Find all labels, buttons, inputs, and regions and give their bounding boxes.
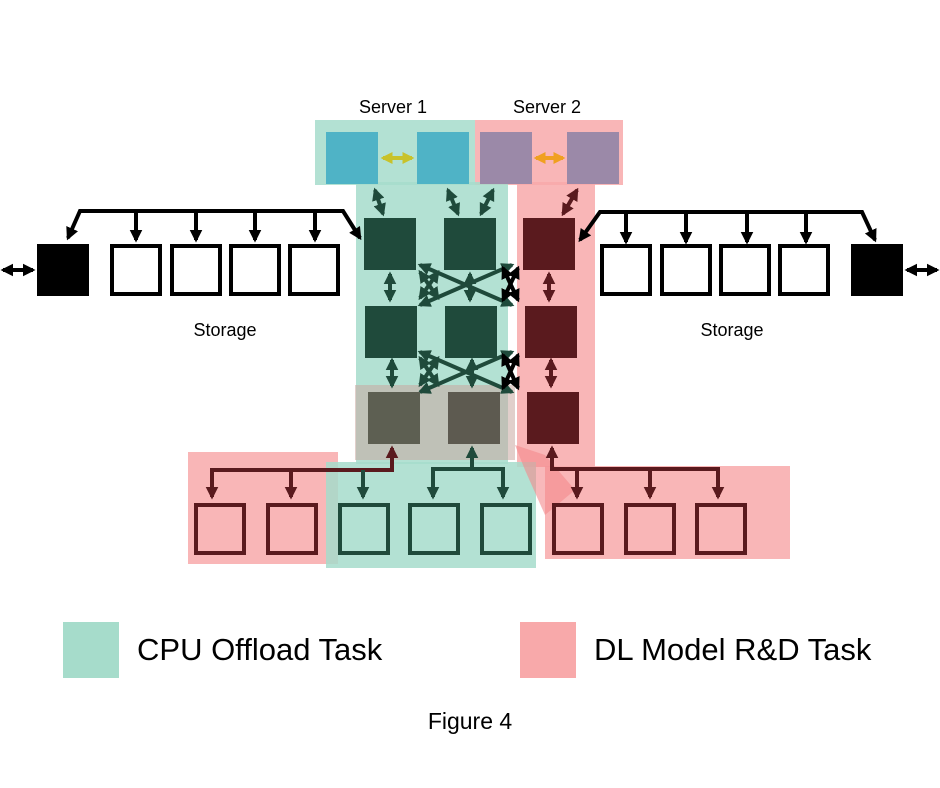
uplink-arrow [372, 187, 386, 217]
switch-r1-c3 [523, 218, 575, 270]
left-storage: Storage [0, 209, 362, 340]
leaf-node-cpu [408, 503, 460, 555]
switch-r2-c1 [365, 306, 417, 358]
legend-item-cpu-offload: CPU Offload Task [63, 622, 382, 678]
dl-left-bus [205, 445, 399, 500]
leaf-node-dl [266, 503, 318, 555]
right-storage-label: Storage [700, 320, 763, 340]
leaf-nodes [194, 445, 747, 555]
storage-node [719, 244, 771, 296]
switch-r1-c1 [364, 218, 416, 270]
leaf-node-dl [624, 503, 676, 555]
switch-r2-c2 [445, 306, 497, 358]
storage-node [288, 244, 340, 296]
server2-device-2 [567, 132, 619, 184]
switch-r3-c1 [368, 392, 420, 444]
left-storage-gateway [37, 244, 89, 296]
storage-node [110, 244, 162, 296]
cpu-bus [426, 467, 510, 500]
storage-node [600, 244, 652, 296]
figure-caption: Figure 4 [427, 708, 513, 734]
legend-label: DL Model R&D Task [594, 632, 872, 667]
server1-device-1 [326, 132, 378, 184]
leaf-node-cpu [480, 503, 532, 555]
switch-r3-c3 [527, 392, 579, 444]
leaf-node-dl [695, 503, 747, 555]
switch-fabric [364, 218, 579, 444]
server1-device-2 [417, 132, 469, 184]
storage-node [170, 244, 222, 296]
dl-right-bus [545, 445, 725, 500]
server2-device-1 [480, 132, 532, 184]
network-diagram: Server 1 Server 2 Storage [0, 97, 940, 568]
legend-label: CPU Offload Task [137, 632, 383, 667]
server2-label: Server 2 [513, 97, 581, 117]
leaf-node-dl [194, 503, 246, 555]
cross-link [418, 355, 440, 388]
storage-node [778, 244, 830, 296]
cross-link [501, 265, 520, 303]
uplink-arrow [446, 187, 460, 217]
cross-link [501, 352, 520, 391]
uplink-arrow [561, 187, 579, 217]
switch-r2-c3 [525, 306, 577, 358]
dl-model-swatch [520, 622, 576, 678]
storage-node [660, 244, 712, 296]
server1-label: Server 1 [359, 97, 427, 117]
cpu-offload-swatch [63, 622, 119, 678]
cross-link [418, 269, 440, 301]
uplink-arrow [479, 187, 495, 217]
switch-r3-c2 [448, 392, 500, 444]
storage-node [229, 244, 281, 296]
leaf-node-dl [552, 503, 604, 555]
left-storage-bus [66, 209, 362, 241]
leaf-node-cpu [338, 503, 390, 555]
switch-r1-c2 [444, 218, 496, 270]
server-uplinks [372, 187, 579, 217]
left-storage-label: Storage [193, 320, 256, 340]
dl-leaf-right-highlight [545, 466, 790, 559]
legend-item-dl-model: DL Model R&D Task [520, 622, 871, 678]
servers: Server 1 Server 2 [326, 97, 619, 184]
right-storage-bus [578, 210, 877, 243]
right-storage: Storage [578, 210, 940, 340]
right-storage-gateway [851, 244, 903, 296]
